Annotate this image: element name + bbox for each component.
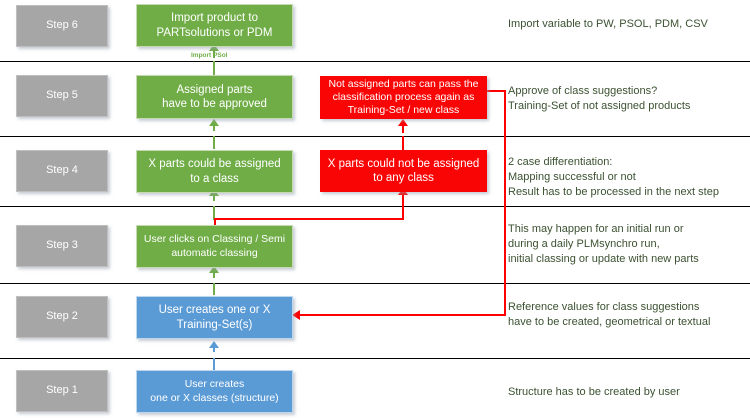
connector-step1-to-step2-line-lower	[213, 358, 215, 372]
step-badge-step-6: Step 6	[16, 5, 108, 47]
connector-step2-to-step3-arrowhead	[209, 266, 219, 273]
node-step-2-main[interactable]: User creates one or X Training-Set(s)	[136, 296, 293, 339]
row-divider-6-5	[0, 61, 750, 62]
note-step-6: Import variable to PW, PSOL, PDM, CSV	[508, 18, 708, 30]
node-step-2-main-label: User creates one or X Training-Set(s)	[158, 304, 271, 331]
connector-red5-to-step2-arrowhead	[292, 310, 300, 320]
connector-step1-to-step2-arrowhead	[209, 341, 219, 348]
step-badge-step-2: Step 2	[16, 296, 108, 338]
node-step-3-main-label: User clicks on Classing / Semi automatic…	[143, 233, 286, 259]
connector-step2-to-step3-line	[213, 268, 215, 278]
connector-red5-to-step2-horizontal-bottom	[298, 314, 506, 316]
connector-step4-to-step5-line	[213, 121, 215, 131]
step-badge-label: Step 3	[46, 239, 78, 252]
note-step-4: 2 case differentiation: Mapping successf…	[508, 156, 719, 198]
connector-red4-to-red5-arrowhead	[398, 119, 408, 126]
row-divider-5-4	[0, 136, 750, 137]
node-step-6-main[interactable]: Import product to PARTsolutions or PDM	[136, 4, 293, 47]
connector-step3-to-step4-line-lower	[213, 206, 215, 220]
node-step-6-main-label: Import product to PARTsolutions or PDM	[156, 12, 273, 39]
step-badge-label: Step 6	[46, 19, 78, 32]
step-badge-step-1: Step 1	[16, 370, 108, 412]
note-step-3: This may happen for an initial run or du…	[508, 223, 699, 265]
connector-step3-to-red4-vertical	[402, 195, 404, 219]
step-badge-step-5: Step 5	[16, 75, 108, 117]
node-step-5-alt[interactable]: Not assigned parts can pass the classifi…	[320, 76, 487, 119]
connector-step3-to-red4-stub	[214, 218, 216, 228]
connector-red5-to-step2-vertical-rail	[504, 90, 506, 315]
note-step-1: Structure has to be created by user	[508, 386, 680, 398]
connector-step2-to-step3-line-lower	[213, 283, 215, 295]
node-step-1-main[interactable]: User creates one or X classes (structure…	[136, 370, 293, 413]
row-divider-4-3	[0, 206, 750, 207]
connector-step4-to-step5-arrowhead	[209, 119, 219, 126]
note-step-2: Reference values for class suggestions h…	[508, 301, 711, 328]
node-step-4-main-label: X parts could be assigned to a class	[148, 158, 281, 185]
node-step-1-main-label: User creates one or X classes (structure…	[150, 378, 279, 404]
node-step-5-alt-label: Not assigned parts can pass the classifi…	[328, 77, 479, 117]
step-badge-label: Step 2	[46, 310, 78, 323]
row-divider-3-2	[0, 283, 750, 284]
connector-step5-to-step6-line-lower	[213, 61, 215, 75]
node-step-5-main-label: Assigned parts have to be approved	[162, 83, 267, 110]
step-badge-label: Step 1	[46, 384, 78, 397]
note-step-5: Approve of class suggestions? Training-S…	[508, 85, 691, 112]
node-step-5-main[interactable]: Assigned parts have to be approved	[136, 75, 293, 119]
node-step-4-main[interactable]: X parts could be assigned to a class	[136, 150, 293, 193]
connector-step5-to-step6-arrowhead	[209, 44, 219, 51]
connector-step5-to-step6-line	[213, 46, 215, 58]
step-badge-label: Step 5	[46, 89, 78, 102]
connector-step3-to-step4-line	[213, 191, 215, 201]
connector-red5-to-step2-horizontal-top	[487, 90, 506, 92]
step-badge-step-4: Step 4	[16, 150, 108, 192]
connector-step4-to-step5-line-lower	[213, 136, 215, 149]
connector-red4-to-red5-line	[402, 121, 404, 133]
node-step-4-alt-label: X parts could not be assigned to any cla…	[327, 157, 480, 184]
node-step-4-alt[interactable]: X parts could not be assigned to any cla…	[320, 150, 487, 192]
edge-label-import-psol: Import PSol	[191, 52, 228, 59]
connector-step3-to-red4-horizontal	[214, 218, 404, 220]
step-badge-step-3: Step 3	[16, 225, 108, 267]
connector-red4-to-red5-line-lower	[402, 136, 404, 150]
row-divider-2-1	[0, 358, 750, 359]
step-badge-label: Step 4	[46, 164, 78, 177]
node-step-3-main[interactable]: User clicks on Classing / Semi automatic…	[136, 225, 293, 268]
